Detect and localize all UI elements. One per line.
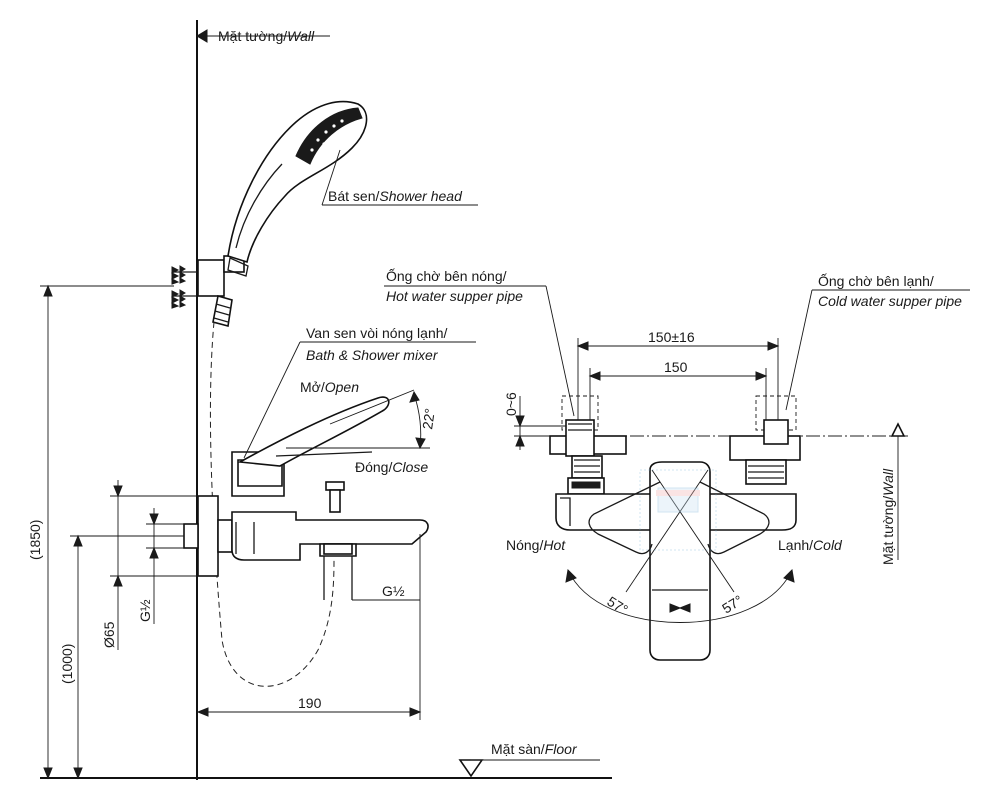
width-tol-label: 150±16	[648, 329, 695, 345]
mixer-body	[183, 396, 429, 577]
wall-marker-arrow	[196, 29, 208, 43]
floor-label: Mặt sàn/Floor	[491, 741, 578, 757]
wall-top-label: Mặt tường/Wall	[218, 28, 315, 44]
diameter-label: Ø65	[101, 621, 117, 648]
open-label: Mở/Open	[300, 379, 359, 395]
wall-bracket	[170, 255, 245, 309]
width-label: 150	[664, 359, 688, 375]
cold-pipe-leader	[785, 289, 813, 411]
hot-pipe-label-line1: Ống chờ bên nóng/	[386, 267, 507, 284]
shower-head-label: Bát sen/Shower head	[328, 188, 463, 204]
angle-open-line	[329, 389, 415, 425]
mixer-label-line2: Bath & Shower mixer	[306, 347, 439, 363]
mixer-label-line1: Van sen vòi nóng lạnh/	[306, 325, 448, 341]
height-mixer-label: (1000)	[59, 644, 75, 684]
shower-head	[227, 100, 368, 277]
height-total-label: (1850)	[27, 520, 43, 560]
angle-handle-label: 22°	[419, 407, 438, 430]
cold-supply-pipe	[729, 395, 801, 485]
outlet-thread-label: G½	[382, 583, 405, 599]
hot-pipe-label-line2: Hot water supper pipe	[386, 288, 523, 304]
cold-pipe-label-line2: Cold water supper pipe	[818, 293, 962, 309]
hot-supply-pipe	[549, 395, 627, 495]
angle-right-label: 57°	[719, 592, 745, 617]
floor-marker	[458, 759, 484, 778]
outlet-pipe	[323, 556, 353, 600]
wall-side-label: Mặt tường/Wall	[880, 468, 896, 565]
hot-pipe-leader	[545, 285, 575, 417]
mixer-plan-body	[555, 461, 797, 661]
mixer-leader	[243, 341, 301, 459]
wall-side-marker	[890, 422, 906, 437]
depth-label: 190	[298, 695, 322, 711]
cold-label: Lạnh/Cold	[778, 537, 843, 553]
cold-pipe-label-line1: Ống chờ bên lạnh/	[818, 272, 934, 289]
shower-head-leader	[321, 149, 341, 206]
angle-left-label: 57°	[604, 593, 630, 618]
gap-label: 0~6	[503, 392, 519, 416]
inlet-thread-label: G½	[137, 599, 153, 622]
watermark-logo	[639, 469, 717, 551]
hose-connector	[212, 294, 233, 328]
hose-dashed	[209, 321, 335, 687]
close-label: Đóng/Close	[355, 459, 428, 475]
hot-label: Nóng/Hot	[506, 537, 566, 553]
